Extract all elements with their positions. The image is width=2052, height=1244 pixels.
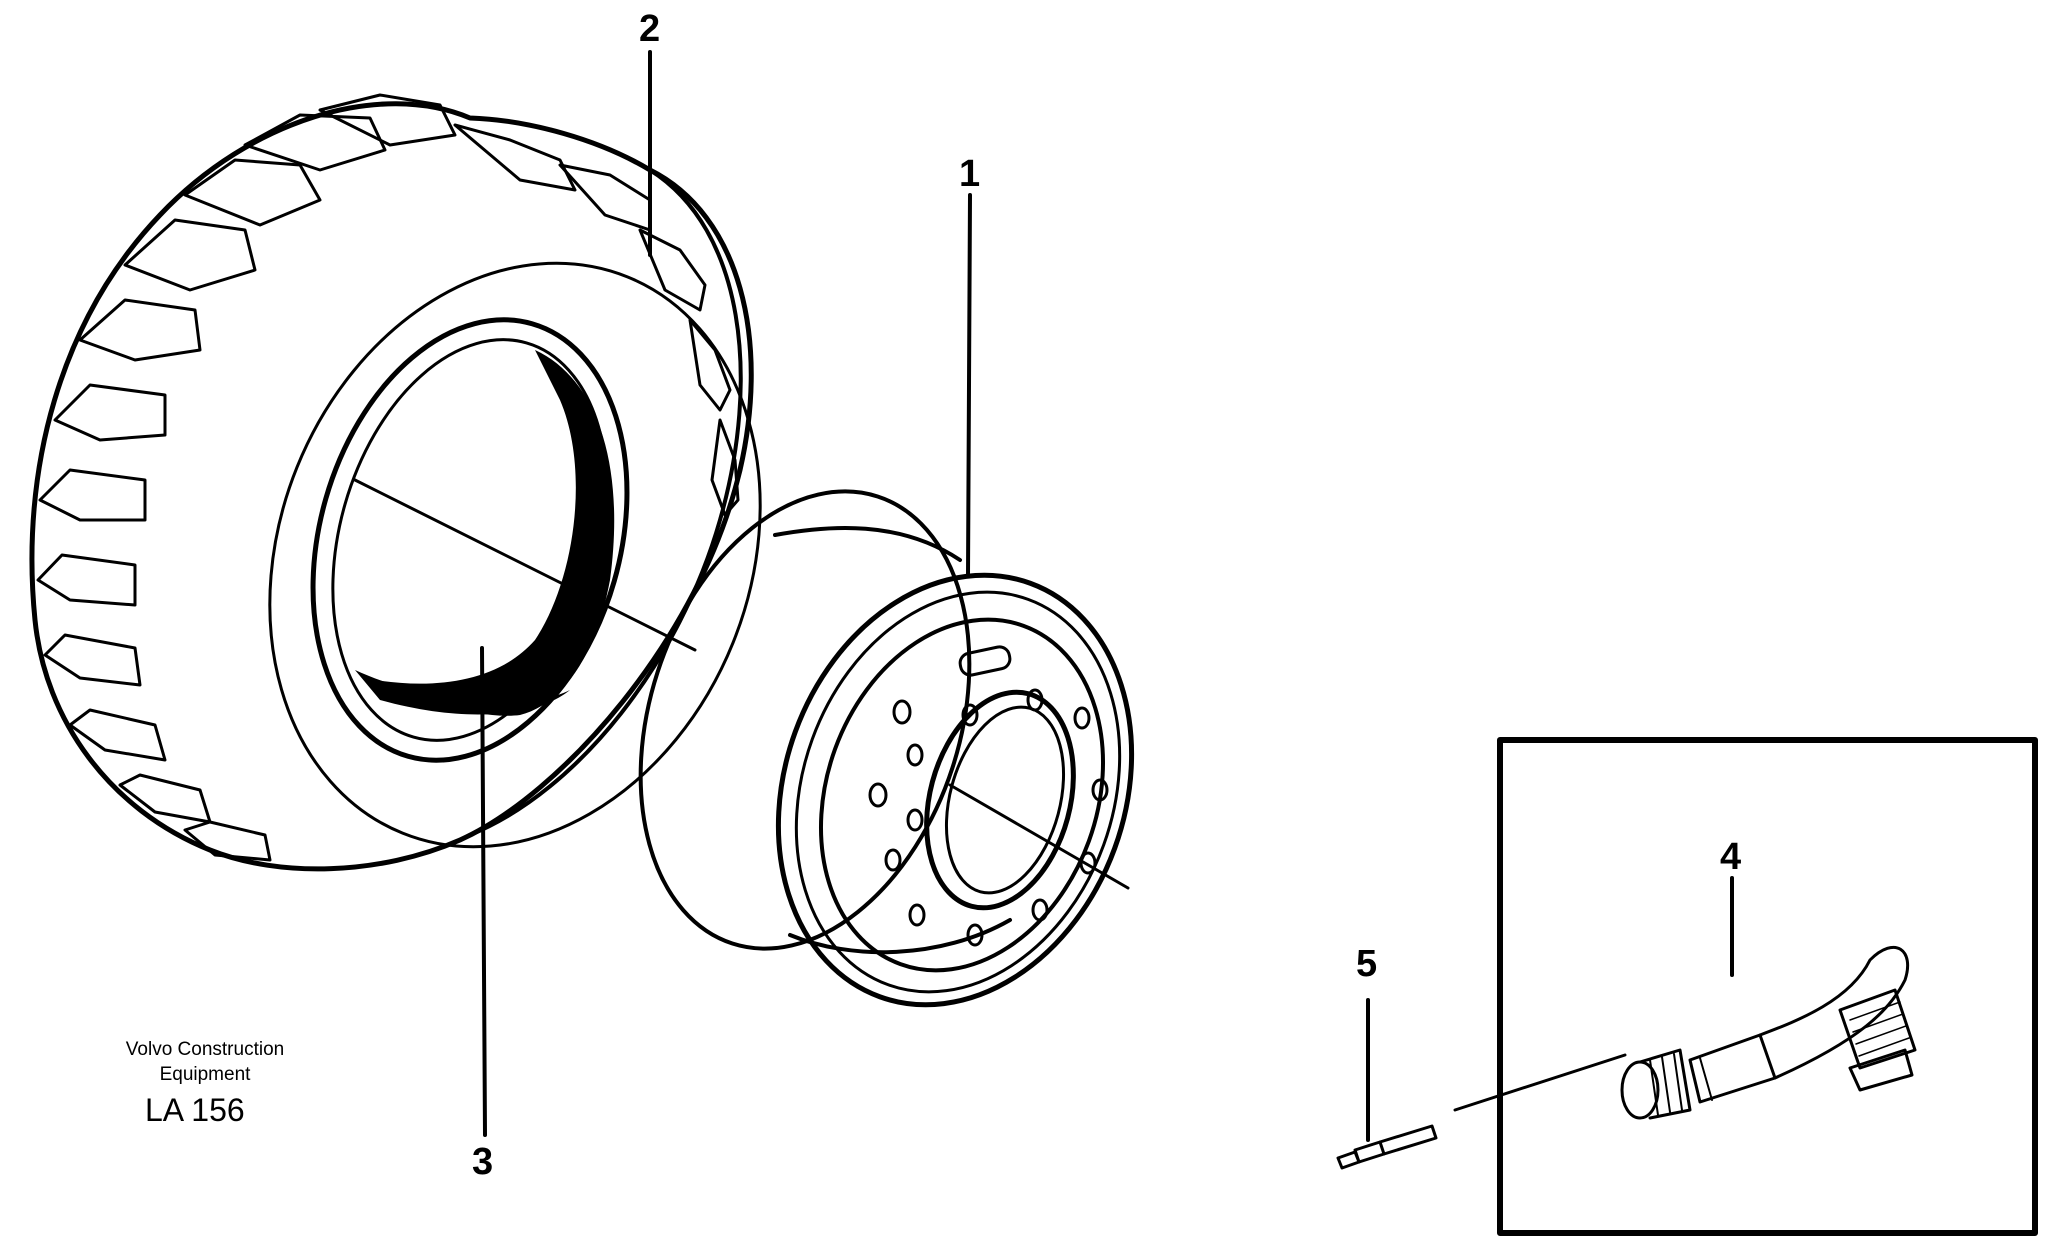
tread-blocks	[36, 93, 740, 862]
leader-3	[480, 646, 487, 1137]
callout-3: 3	[472, 1141, 494, 1183]
leader-lines	[353, 50, 1734, 1142]
rim	[638, 489, 1135, 1008]
assembly-axis-rim	[948, 783, 1130, 890]
tube-inner-shadow	[375, 350, 615, 716]
detail-inset-frame	[1497, 737, 2038, 1236]
callout-4: 4	[1720, 836, 1742, 878]
tire-sidewall-edge	[468, 168, 743, 837]
rim-front-flange	[775, 572, 1135, 1008]
rim-front-flange-inner	[794, 590, 1122, 994]
assembly-axis	[353, 478, 697, 652]
tire-sidewall	[268, 261, 762, 849]
leader-1	[966, 193, 972, 577]
credit-line-1: Volvo Construction	[125, 1039, 285, 1060]
rim-center-hole-inner	[944, 705, 1066, 895]
callout-5: 5	[1356, 943, 1378, 985]
valve-stem	[1453, 946, 1917, 1120]
rim-bolt-holes	[868, 688, 1109, 947]
callout-2: 2	[639, 8, 661, 50]
tube-lower-shadow	[355, 670, 570, 715]
tire-bead-outer	[310, 317, 630, 763]
tire	[29, 93, 762, 872]
rim-disc	[818, 617, 1106, 973]
tire-outer-profile	[29, 101, 754, 872]
drawing-code: LA 156	[145, 1092, 245, 1128]
rim-rear-flange	[638, 489, 972, 951]
valve-core	[1336, 1124, 1438, 1170]
rim-valve-slot	[958, 645, 1012, 677]
rim-barrel-top	[773, 525, 962, 562]
callout-1: 1	[959, 153, 981, 195]
credit-line-2: Equipment	[159, 1064, 251, 1085]
